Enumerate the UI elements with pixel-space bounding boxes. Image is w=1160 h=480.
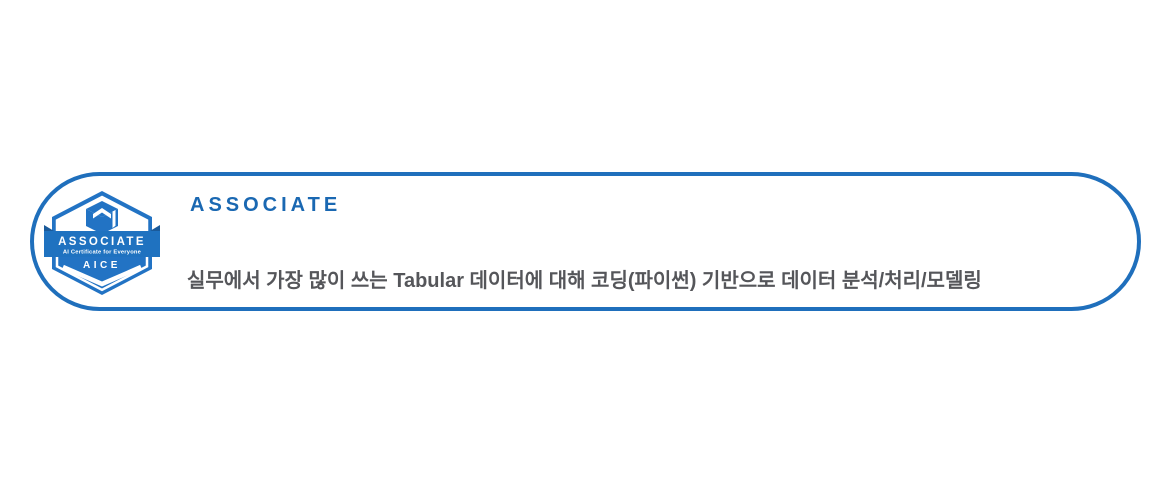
badge-ribbon: ASSOCIATE AI Certificate for Everyone: [44, 225, 160, 257]
card-description: 실무에서 가장 많이 쓰는 Tabular 데이터에 대해 코딩(파이썬) 기반…: [187, 270, 982, 292]
badge-ribbon-sublabel: AI Certificate for Everyone: [63, 250, 142, 256]
certificate-card[interactable]: ASSOCIATE AI Certificate for Everyone AI…: [30, 172, 1141, 311]
aice-cube-icon: [86, 201, 118, 234]
aice-associate-badge: ASSOCIATE AI Certificate for Everyone AI…: [44, 189, 160, 299]
badge-chevron: [62, 264, 142, 287]
card-title: ASSOCIATE: [190, 194, 342, 216]
badge-footer-label: AICE: [83, 260, 121, 271]
badge-graphic: ASSOCIATE AI Certificate for Everyone AI…: [44, 191, 160, 295]
badge-ribbon-label: ASSOCIATE: [58, 236, 146, 248]
badge-inner-border: [55, 195, 149, 292]
